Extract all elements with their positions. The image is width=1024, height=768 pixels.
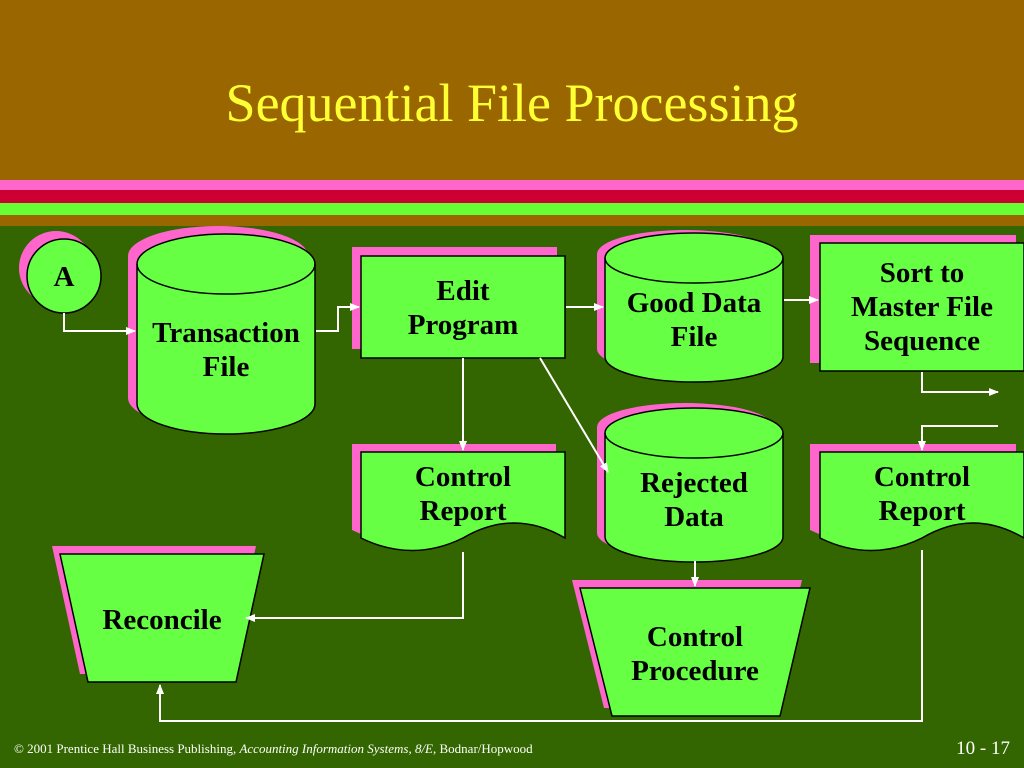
arrow-report-1-to-reconcile <box>245 552 464 622</box>
stripe-brown <box>0 215 1024 226</box>
good-data-file-cylinder <box>597 230 784 383</box>
arrow-transaction-to-edit <box>316 303 360 332</box>
flow-lines <box>63 296 999 722</box>
reconcile-label: Reconcile <box>102 604 222 636</box>
arrow-edit-to-rejected <box>539 357 609 473</box>
footer-credit: © 2001 Prentice Hall Business Publishing… <box>14 741 533 756</box>
reconcile-trapezoid <box>52 546 265 683</box>
connector-a-label: A <box>53 261 75 293</box>
edit-program-box <box>352 247 566 359</box>
sort-box <box>810 235 1024 372</box>
title-band <box>0 0 1024 180</box>
good-data-file-label: Good Data File <box>626 287 762 353</box>
slide-number: 10 - 17 <box>956 738 1010 759</box>
control-report-1-document <box>352 444 566 552</box>
transaction-file-cylinder <box>128 226 316 435</box>
arrow-sort-out <box>921 372 999 396</box>
connector-a <box>19 231 102 314</box>
stripe-green <box>0 203 1024 215</box>
stripe-pink <box>0 180 1024 190</box>
sort-label: Sort to Master File Sequence <box>851 257 993 357</box>
edit-program-label: Edit Program <box>407 275 519 341</box>
arrow-in-to-report-2 <box>918 425 998 451</box>
control-report-2-document <box>810 444 1024 552</box>
arrow-report-2-to-reconcile <box>156 550 923 722</box>
rejected-data-cylinder <box>597 403 784 563</box>
control-procedure-label: Control Procedure <box>631 621 759 687</box>
stripe-red <box>0 190 1024 203</box>
control-procedure-trapezoid <box>572 580 811 717</box>
rejected-data-label: Rejected Data <box>640 467 748 533</box>
control-report-1-label: Control Report <box>414 461 512 527</box>
control-report-2-label: Control Report <box>873 461 971 527</box>
slide-title: Sequential File Processing <box>225 73 799 133</box>
transaction-file-label: Transaction File <box>152 317 300 383</box>
arrow-a-to-transaction <box>63 313 136 335</box>
